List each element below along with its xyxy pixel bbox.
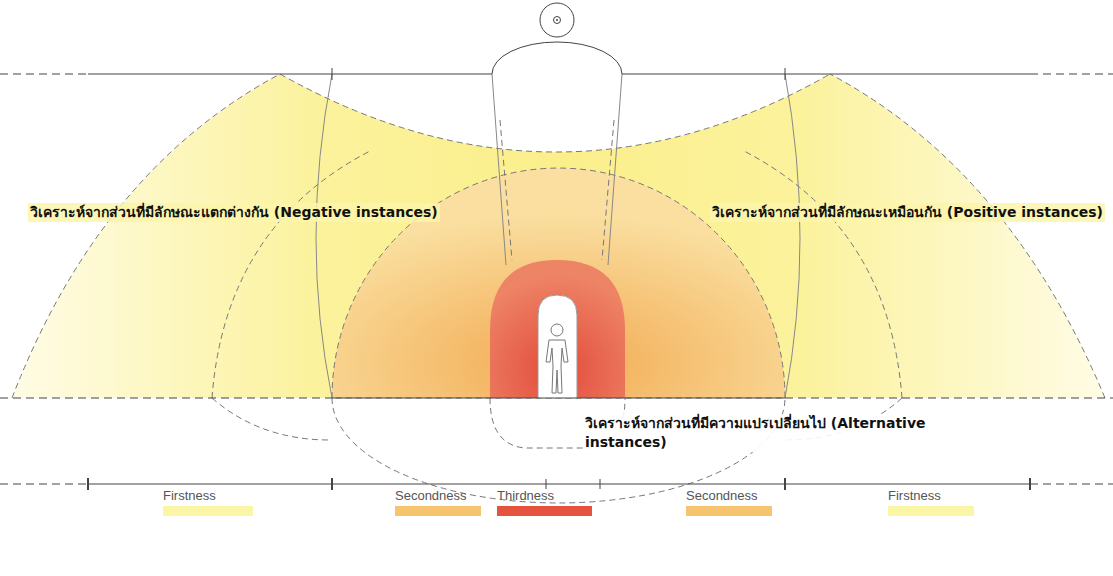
thin-line [492,74,506,265]
legend-item: Secondness [686,488,772,516]
tick [332,68,333,80]
legend-item: Firstness [888,488,974,516]
rule [88,74,492,75]
tick [331,478,333,490]
rule [332,398,785,399]
tick [1029,478,1031,490]
legend-item: Thirdness [497,488,592,516]
top-circle [540,3,574,37]
tick [600,479,601,489]
dashed-line [500,120,512,260]
region-label: วิเคราะห์จากส่วนที่มีลักษณะเหมือนกัน (Po… [710,203,1105,222]
tick [546,479,547,489]
dashed-curves [12,74,1105,503]
legend-swatch [395,506,481,516]
legend-label: Firstness [888,488,974,504]
dashed-arc [212,150,372,398]
top-arc [492,42,622,74]
human-head [551,324,563,336]
dashed-arc [742,150,902,398]
legend-swatch [686,506,772,516]
tick [785,68,786,80]
dashed-rule [1030,74,1113,75]
dashed-ellipse [212,398,330,440]
tick [87,478,89,490]
rule [622,74,1030,75]
thin-curve [785,74,800,398]
legend-item: Secondness [395,488,481,516]
thirdness-region [490,260,625,398]
legend-swatch [497,506,592,516]
tick [784,478,786,490]
region-label: วิเคราะห์จากส่วนที่มีลักษณะแตกต่างกัน (N… [28,203,440,222]
thin-line [608,74,622,265]
human-figure [546,340,568,393]
legend-label: Firstness [163,488,253,504]
legend-swatch [888,506,974,516]
top-dot [556,19,558,21]
thin-curves [316,74,800,398]
dashed-rule [785,398,1113,399]
legend-swatch [163,506,253,516]
firstness-region [12,74,1105,398]
inner-arch [538,295,577,398]
middle-line [0,398,1113,399]
region-label: วิเคราะห์จากส่วนที่มีความแปรเปลี่ยนไป (A… [583,414,936,452]
dashed-rule [0,484,88,485]
rule [88,484,1030,485]
legend-label: Secondness [686,488,772,504]
dashed-line [602,120,614,260]
top-circle-inner [554,17,561,24]
legend-label: Secondness [395,488,481,504]
dashed-rule [0,398,332,399]
legend-label: Thirdness [497,488,592,504]
thin-curve [316,74,332,398]
dashed-rule [1030,484,1113,485]
dashed-arc [12,74,280,398]
legend-item: Firstness [163,488,253,516]
dashed-smile [280,74,830,152]
dashed-arc [830,74,1105,398]
dashed-rule [0,74,88,75]
